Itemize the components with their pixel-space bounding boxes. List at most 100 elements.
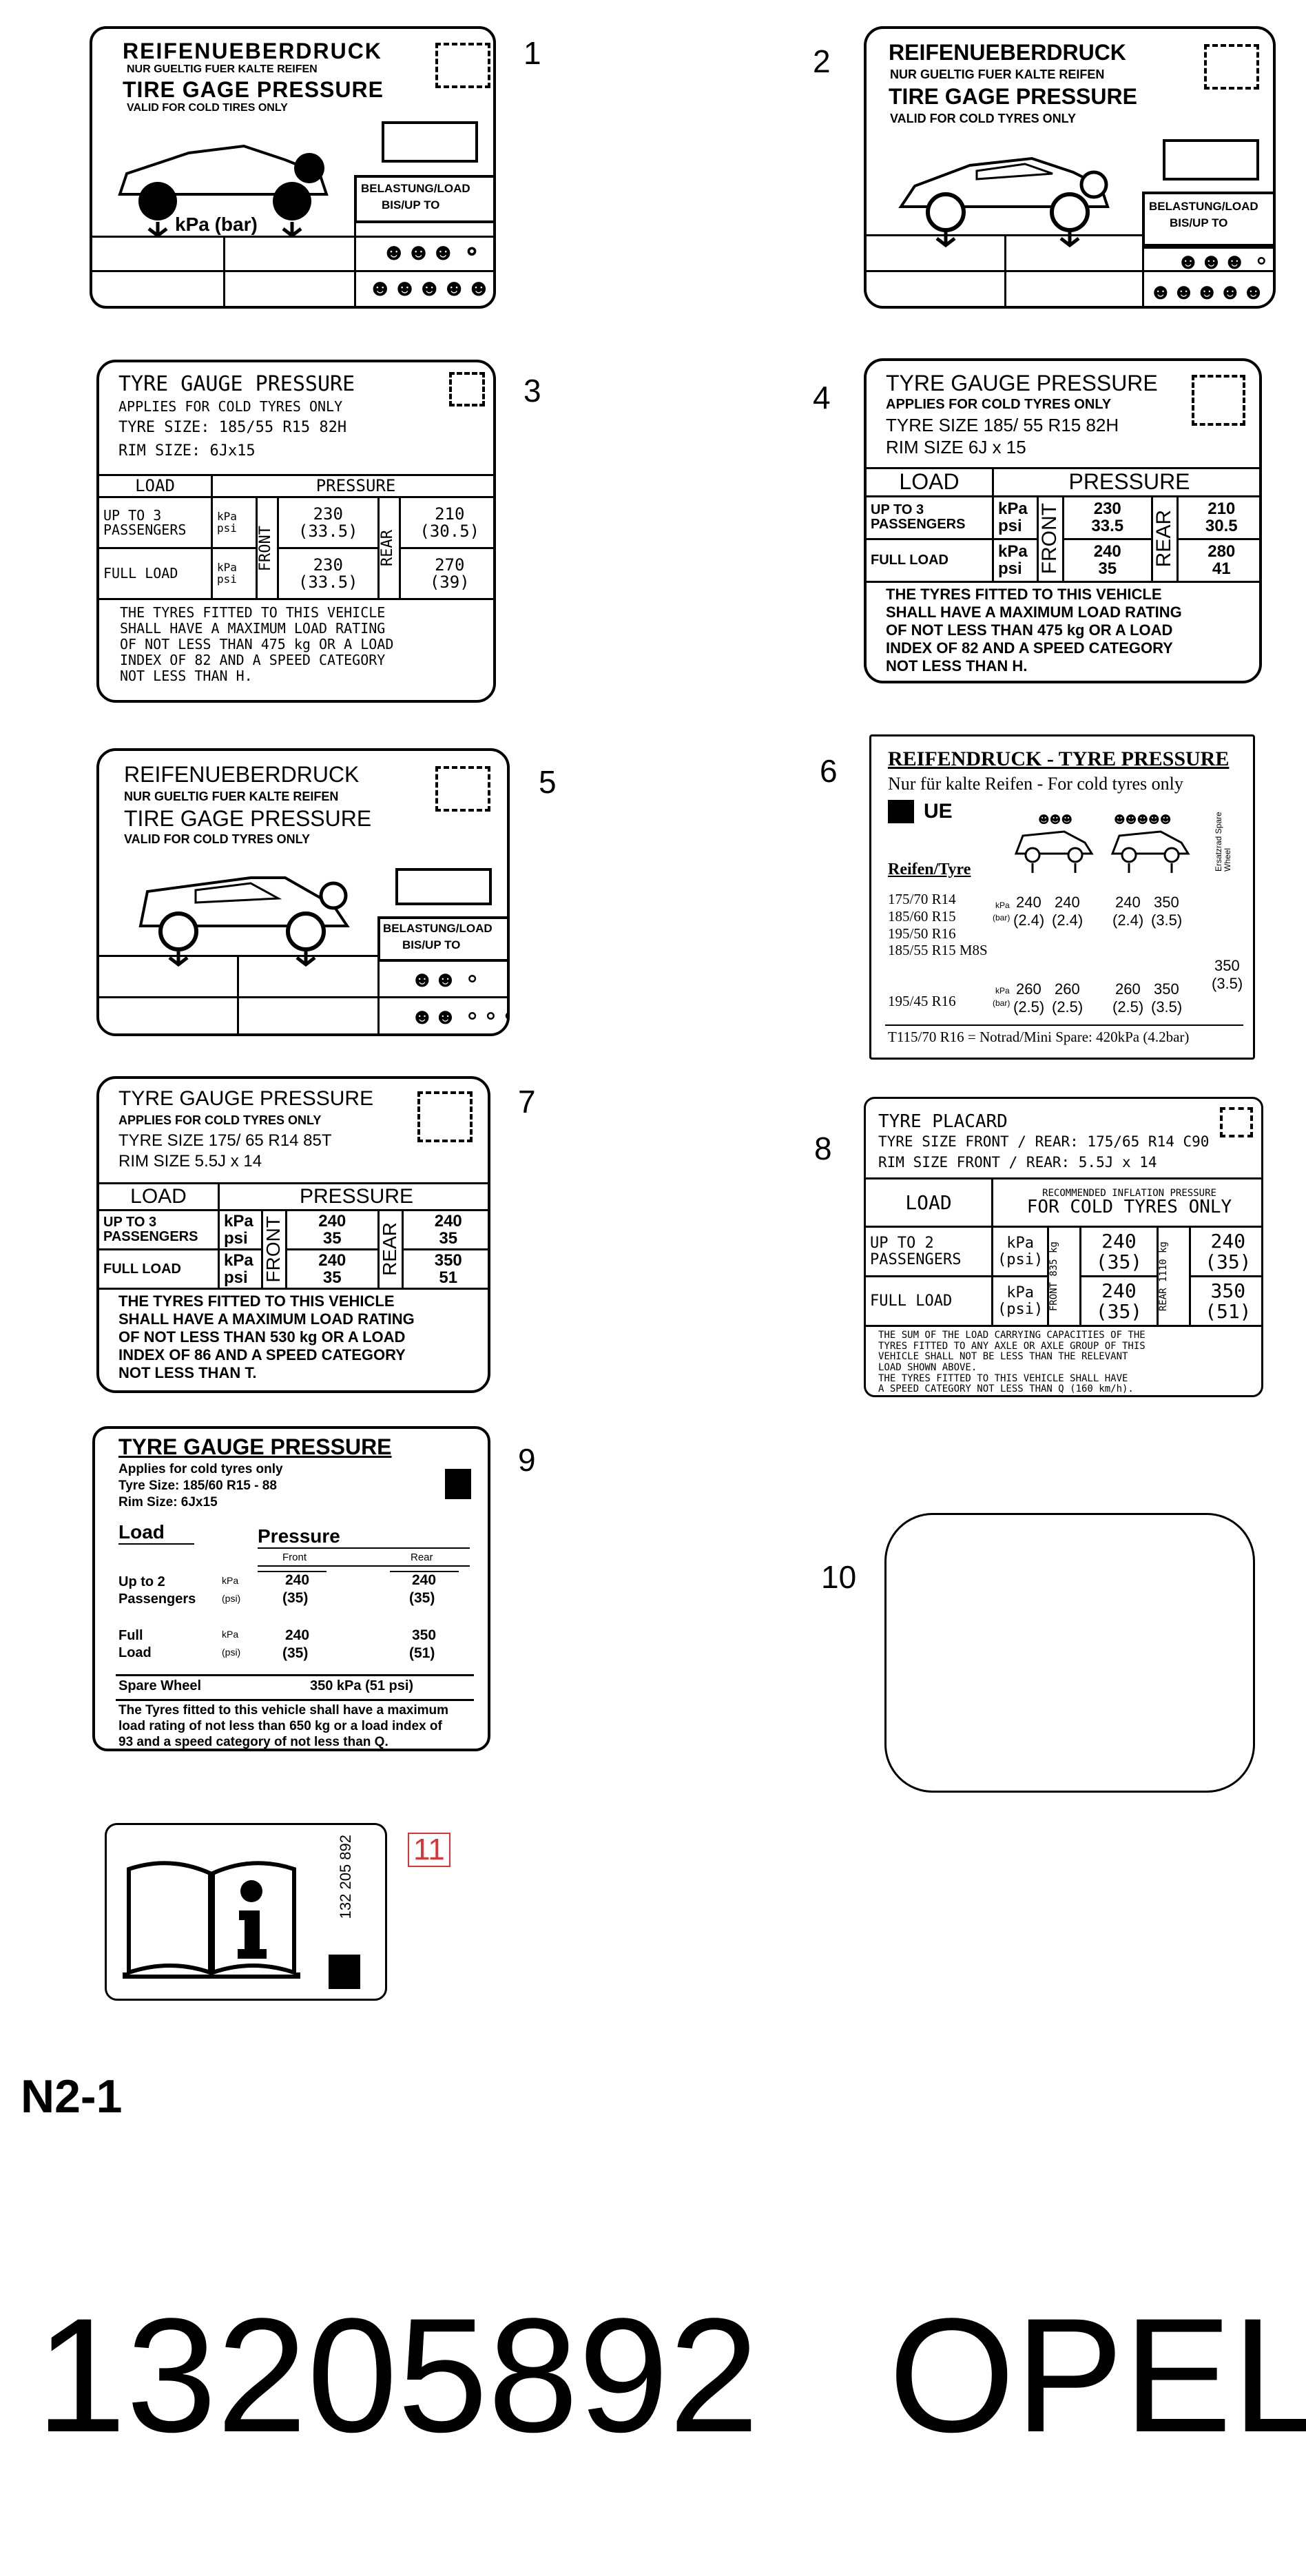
label-4-heading: TYRE GAUGE PRESSURE	[886, 371, 1158, 395]
value: 33.5	[1091, 517, 1124, 536]
kpa-unit: kPa	[224, 1250, 253, 1270]
label-1-title-de: REIFENUEBERDRUCK	[123, 39, 382, 63]
label-6-ue: UE	[924, 800, 953, 823]
value: (30.5)	[419, 521, 480, 541]
value: (35)	[409, 1590, 435, 1606]
label-1: REIFENUEBERDRUCK NUR GUELTIG FUER KALTE …	[90, 26, 496, 309]
label-3: TYRE GAUGE PRESSURE APPLIES FOR COLD TYR…	[96, 360, 496, 703]
value: (35)	[1095, 1299, 1143, 1323]
label-9-number: 9	[518, 1442, 536, 1478]
label-8-number: 8	[814, 1131, 832, 1166]
value: 260	[1055, 980, 1080, 998]
label-4-pressure-header: PRESSURE	[992, 467, 1259, 497]
label-3-number: 3	[524, 373, 541, 409]
value: (2.4)	[1052, 911, 1084, 929]
label-5-title-en: TIRE GAGE PRESSURE	[124, 806, 372, 831]
psi-unit: psi	[998, 559, 1022, 579]
label-8-front: FRONT 835 kg	[1048, 1241, 1060, 1312]
value: 260	[1016, 980, 1041, 998]
psi-unit: psi	[217, 572, 237, 586]
label-3-front: FRONT	[257, 525, 274, 571]
book-icon	[888, 800, 914, 823]
person-icons: ☻☻☻ ⚬	[1177, 249, 1271, 274]
value: 240	[318, 1250, 346, 1270]
label-5-value-box	[395, 868, 492, 905]
label-8-cold: FOR COLD TYRES ONLY	[1026, 1197, 1232, 1218]
label-11: 132 205 892	[105, 1823, 387, 2001]
value: 350	[1154, 980, 1179, 998]
value: 240	[285, 1572, 310, 1588]
value: (35)	[282, 1645, 309, 1661]
person-icons: ☻☻☻ ⚬	[382, 239, 482, 265]
label-7-tyre-size: TYRE SIZE 175/ 65 R14 85T	[118, 1131, 332, 1150]
value: 240	[318, 1211, 346, 1230]
value: (3.5)	[1151, 911, 1183, 929]
value: 230	[1093, 499, 1121, 518]
kpa-unit: kPa	[222, 1575, 239, 1586]
bar-unit: (bar)	[993, 998, 1010, 1008]
car-icon	[118, 144, 329, 236]
label-2-sub-de: NUR GUELTIG FUER KALTE REIFEN	[890, 68, 1105, 81]
label-7-bracket	[417, 1091, 473, 1142]
label-1-value-box	[382, 121, 478, 163]
label-9-sub: Applies for cold tyres only	[118, 1462, 283, 1476]
value: 350	[1154, 894, 1179, 911]
label-3-row1: UP TO 3 PASSENGERS	[99, 496, 213, 550]
label-8-note: THE SUM OF THE LOAD CARRYING CAPACITIES …	[878, 1330, 1146, 1395]
value: 41	[1212, 559, 1231, 579]
label-8-row2: FULL LOAD	[866, 1275, 993, 1327]
value: (2.5)	[1013, 998, 1045, 1016]
label-3-heading: TYRE GAUGE PRESSURE	[118, 372, 355, 396]
label-3-pressure-header: PRESSURE	[211, 473, 493, 499]
label-3-sub: APPLIES FOR COLD TYRES ONLY	[118, 398, 343, 415]
value: 350	[412, 1627, 437, 1643]
value: 35	[322, 1228, 342, 1248]
label-4-note: THE TYRES FITTED TO THIS VEHICLE SHALL H…	[886, 586, 1182, 674]
value: 280	[1207, 542, 1236, 561]
label-6-heading: REIFENDRUCK - TYRE PRESSURE	[888, 748, 1230, 770]
svg-text:☻☻☻☻☻: ☻☻☻☻☻	[1114, 813, 1171, 826]
label-11-number: 11	[408, 1833, 450, 1867]
car-icon	[898, 156, 1110, 248]
brand-name: OPEL	[889, 2285, 1306, 2466]
car-loaded-icon: ☻☻☻	[1014, 813, 1094, 873]
label-5-bis-text: BIS/UP TO	[402, 938, 461, 951]
psi-unit: (psi)	[222, 1647, 241, 1658]
value: (39)	[429, 572, 470, 592]
value: 35	[439, 1228, 458, 1248]
label-4-load-header: LOAD	[867, 467, 994, 497]
label-7-row1: UP TO 3 PASSENGERS	[99, 1208, 220, 1250]
kpa-unit: kPa	[995, 900, 1010, 910]
label-9-tyre-size: Tyre Size: 185/60 R15 - 88	[118, 1478, 277, 1493]
value: (35)	[282, 1590, 309, 1606]
label-3-row2: FULL LOAD	[99, 547, 213, 601]
label-2: REIFENUEBERDRUCK NUR GUELTIG FUER KALTE …	[864, 26, 1276, 309]
value: (2.4)	[1013, 911, 1045, 929]
book-icon	[445, 1469, 471, 1499]
label-9-row2: Full Load	[118, 1628, 152, 1660]
value: 210	[1207, 499, 1236, 518]
label-5-number: 5	[539, 764, 557, 800]
label-1-number: 1	[524, 35, 541, 71]
label-9-heading: TYRE GAUGE PRESSURE	[118, 1434, 392, 1459]
label-4-front: FRONT	[1038, 503, 1061, 575]
label-7-rim-size: RIM SIZE 5.5J x 14	[118, 1152, 262, 1171]
value: (3.5)	[1212, 975, 1243, 992]
value: 350	[1210, 1279, 1246, 1303]
value: 240	[1101, 1230, 1137, 1253]
value: 240	[434, 1211, 462, 1230]
label-5-sub-en: VALID FOR COLD TYRES ONLY	[124, 832, 311, 846]
value: 210	[435, 504, 465, 524]
book-icon	[329, 1955, 360, 1989]
label-5: REIFENUEBERDRUCK NUR GUELTIG FUER KALTE …	[96, 748, 510, 1036]
label-2-load-text: BELASTUNG/LOAD	[1149, 200, 1258, 213]
value: 35	[322, 1268, 342, 1288]
value: 240	[285, 1627, 310, 1643]
value: 51	[439, 1268, 458, 1288]
value: 240	[1210, 1230, 1246, 1253]
label-8-heading: TYRE PLACARD	[878, 1111, 1008, 1132]
value: (35)	[1095, 1250, 1143, 1273]
